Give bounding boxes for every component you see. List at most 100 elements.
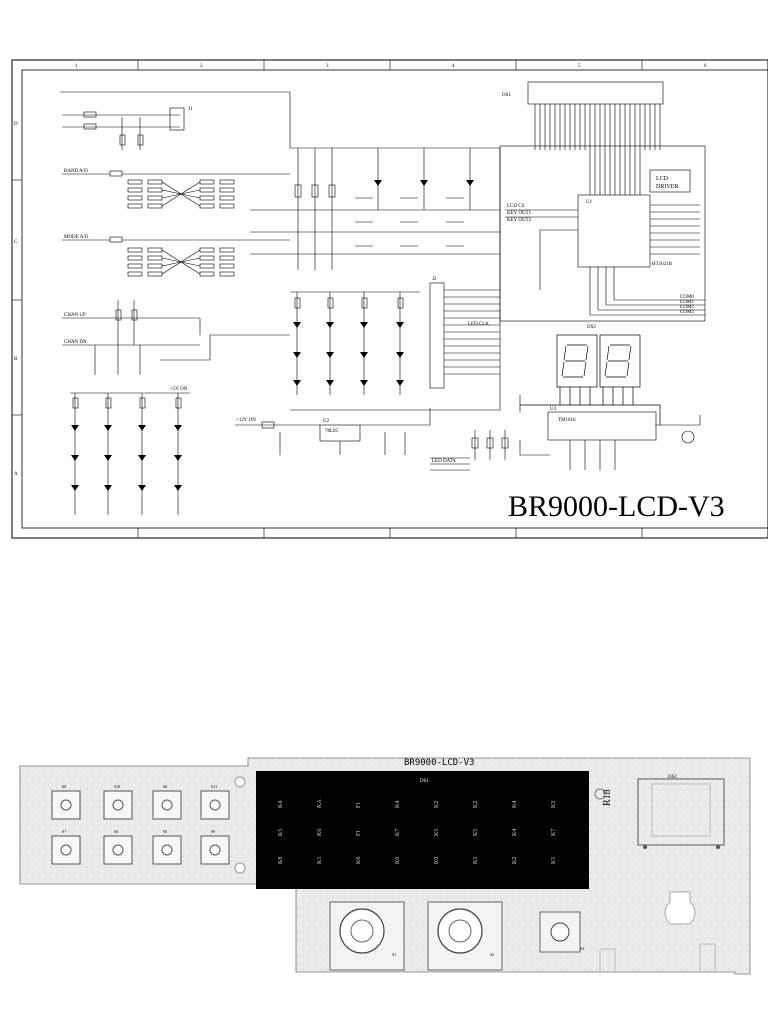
pcb-r-label: R18: [602, 789, 613, 806]
schematic-title: BR9000-LCD-V3: [508, 490, 725, 523]
col-number-5: 5: [578, 64, 581, 69]
input-network: [60, 91, 500, 515]
lcd-segment: K5: [278, 829, 284, 836]
lcd-segment: K5: [434, 829, 440, 836]
pcb-switch-s7[interactable]: S7: [51, 829, 81, 865]
pcb-switch-s8[interactable]: S8: [51, 784, 81, 820]
big-key-s1[interactable]: S1: [329, 901, 405, 971]
pcb-switch-s5[interactable]: S5: [152, 829, 182, 865]
pcb-lcd-area: [256, 771, 589, 889]
lcd-segment: K4: [278, 801, 284, 808]
led-array-middle: [290, 291, 500, 411]
label-u2: U2: [323, 419, 330, 424]
lcd-segment: K5: [473, 829, 479, 836]
lcd-segment: K4: [395, 801, 401, 808]
pcb-switch-s9[interactable]: S9: [200, 829, 230, 865]
lcd-segment: FI: [356, 831, 362, 836]
lcd-segment: K1: [317, 857, 323, 864]
label-led-data: LED DATA: [432, 459, 456, 464]
lcd-segment: K4: [512, 801, 518, 808]
led-array-left: [71, 425, 182, 491]
label-com2: COM2: [680, 305, 694, 310]
seven-segment-displays: [520, 334, 661, 425]
lcd-segment: K7: [551, 829, 557, 836]
lcd-segment: K6: [317, 829, 323, 836]
lcd-segment: KA: [317, 799, 323, 808]
label-mode-ad: MODE A/D: [64, 235, 89, 240]
label-com0: COM0: [680, 295, 694, 300]
label-u1: U1: [586, 200, 593, 205]
label-chip-reg: 78L05: [325, 429, 339, 434]
pcb-switch-label: S7: [62, 829, 66, 834]
label-ds2: DS2: [587, 325, 596, 330]
svg-text:S1: S1: [392, 952, 396, 957]
label-chan-up: CHAN UP: [64, 313, 86, 318]
lcd-segment: K0: [434, 857, 440, 864]
pcb-switch-label: S5: [163, 829, 167, 834]
pcb-switch-label: S4: [114, 829, 118, 834]
lcd-driver-label-line2: DRIVER: [656, 184, 678, 190]
label-band-ad: BAND A/D: [64, 169, 88, 174]
label-chip-tm: TM1616: [558, 418, 576, 423]
label-j1: J1: [188, 107, 193, 112]
pcb-lcd-label: DS1: [420, 779, 429, 784]
label-key-out2: KEY OUT2: [507, 218, 532, 223]
row-letter-c: C: [14, 240, 18, 245]
switch-matrix: [250, 148, 501, 410]
col-number-4: 4: [452, 64, 455, 69]
label-ds1: DS1: [502, 93, 511, 98]
svg-text:S3: S3: [580, 946, 584, 951]
label-chan-dn: CHAN DN: [64, 340, 87, 345]
chip-ht1621b: [505, 169, 705, 316]
label-plus12v: +12V ON: [236, 418, 256, 423]
row-letter-a: A: [14, 472, 18, 477]
pcb-switch-label: S9: [211, 829, 215, 834]
lcd-segment: K7: [395, 829, 401, 836]
pcb-title: BR9000-LCD-V3: [404, 758, 474, 768]
pcb-switch-s10[interactable]: S10: [103, 784, 133, 820]
pcb-switch-label: S8: [62, 784, 66, 789]
label-j2: J2: [432, 277, 437, 282]
label-chip-ht: HT1621B: [652, 262, 673, 267]
small-key-s3[interactable]: S3: [539, 911, 584, 953]
pcb-display-label: DS2: [668, 775, 677, 780]
lcd-segment: K1: [551, 857, 557, 864]
pcb-switch-s6[interactable]: S6: [152, 784, 182, 820]
switch-row-bottom: S7 S4 S5 S9: [51, 829, 230, 865]
col-number-2: 2: [200, 64, 203, 69]
connector-j2: [429, 282, 500, 389]
lcd-segment: K0: [395, 857, 401, 864]
pcb-switch-s11[interactable]: S11: [200, 784, 230, 820]
lcd-segment: K8: [278, 857, 284, 864]
label-u3: U3: [550, 407, 557, 412]
label-plus5v: +5V ON: [170, 387, 188, 392]
lcd-segment: FI: [356, 803, 362, 808]
lcd-segment: K4: [512, 829, 518, 836]
label-com1: COM1: [680, 300, 694, 305]
col-number-6: 6: [704, 64, 707, 69]
pcb-switch-s4[interactable]: S4: [103, 829, 133, 865]
lcd-segment: K5: [473, 857, 479, 864]
schematic-drawing: 1 2 3 4 5 6 D C B A: [11, 59, 768, 539]
switch-row-top: S8 S10 S6 S11: [51, 784, 230, 820]
pcb-switch-label: S6: [163, 784, 167, 789]
big-key-s2[interactable]: S2: [427, 901, 503, 971]
pcb-switch-label: S10: [114, 784, 120, 789]
lcd-segment: K2: [434, 801, 440, 808]
regulator-78l05: [235, 408, 509, 471]
label-key-out1: KEY OUT1: [507, 211, 532, 216]
lcd-segment: K2: [512, 857, 518, 864]
row-letter-b: B: [14, 357, 18, 362]
col-number-1: 1: [75, 64, 78, 69]
lcd-header: [499, 81, 706, 322]
label-led-clk: LED CLK: [468, 322, 489, 327]
display-footprint: [637, 778, 725, 846]
chip-tm1616: [519, 395, 701, 470]
label-lcd-cs: LCD CS: [507, 204, 525, 209]
lcd-driver-label-line1: LCD: [656, 176, 669, 182]
col-number-3: 3: [326, 64, 329, 69]
lcd-segment: K3: [551, 801, 557, 808]
